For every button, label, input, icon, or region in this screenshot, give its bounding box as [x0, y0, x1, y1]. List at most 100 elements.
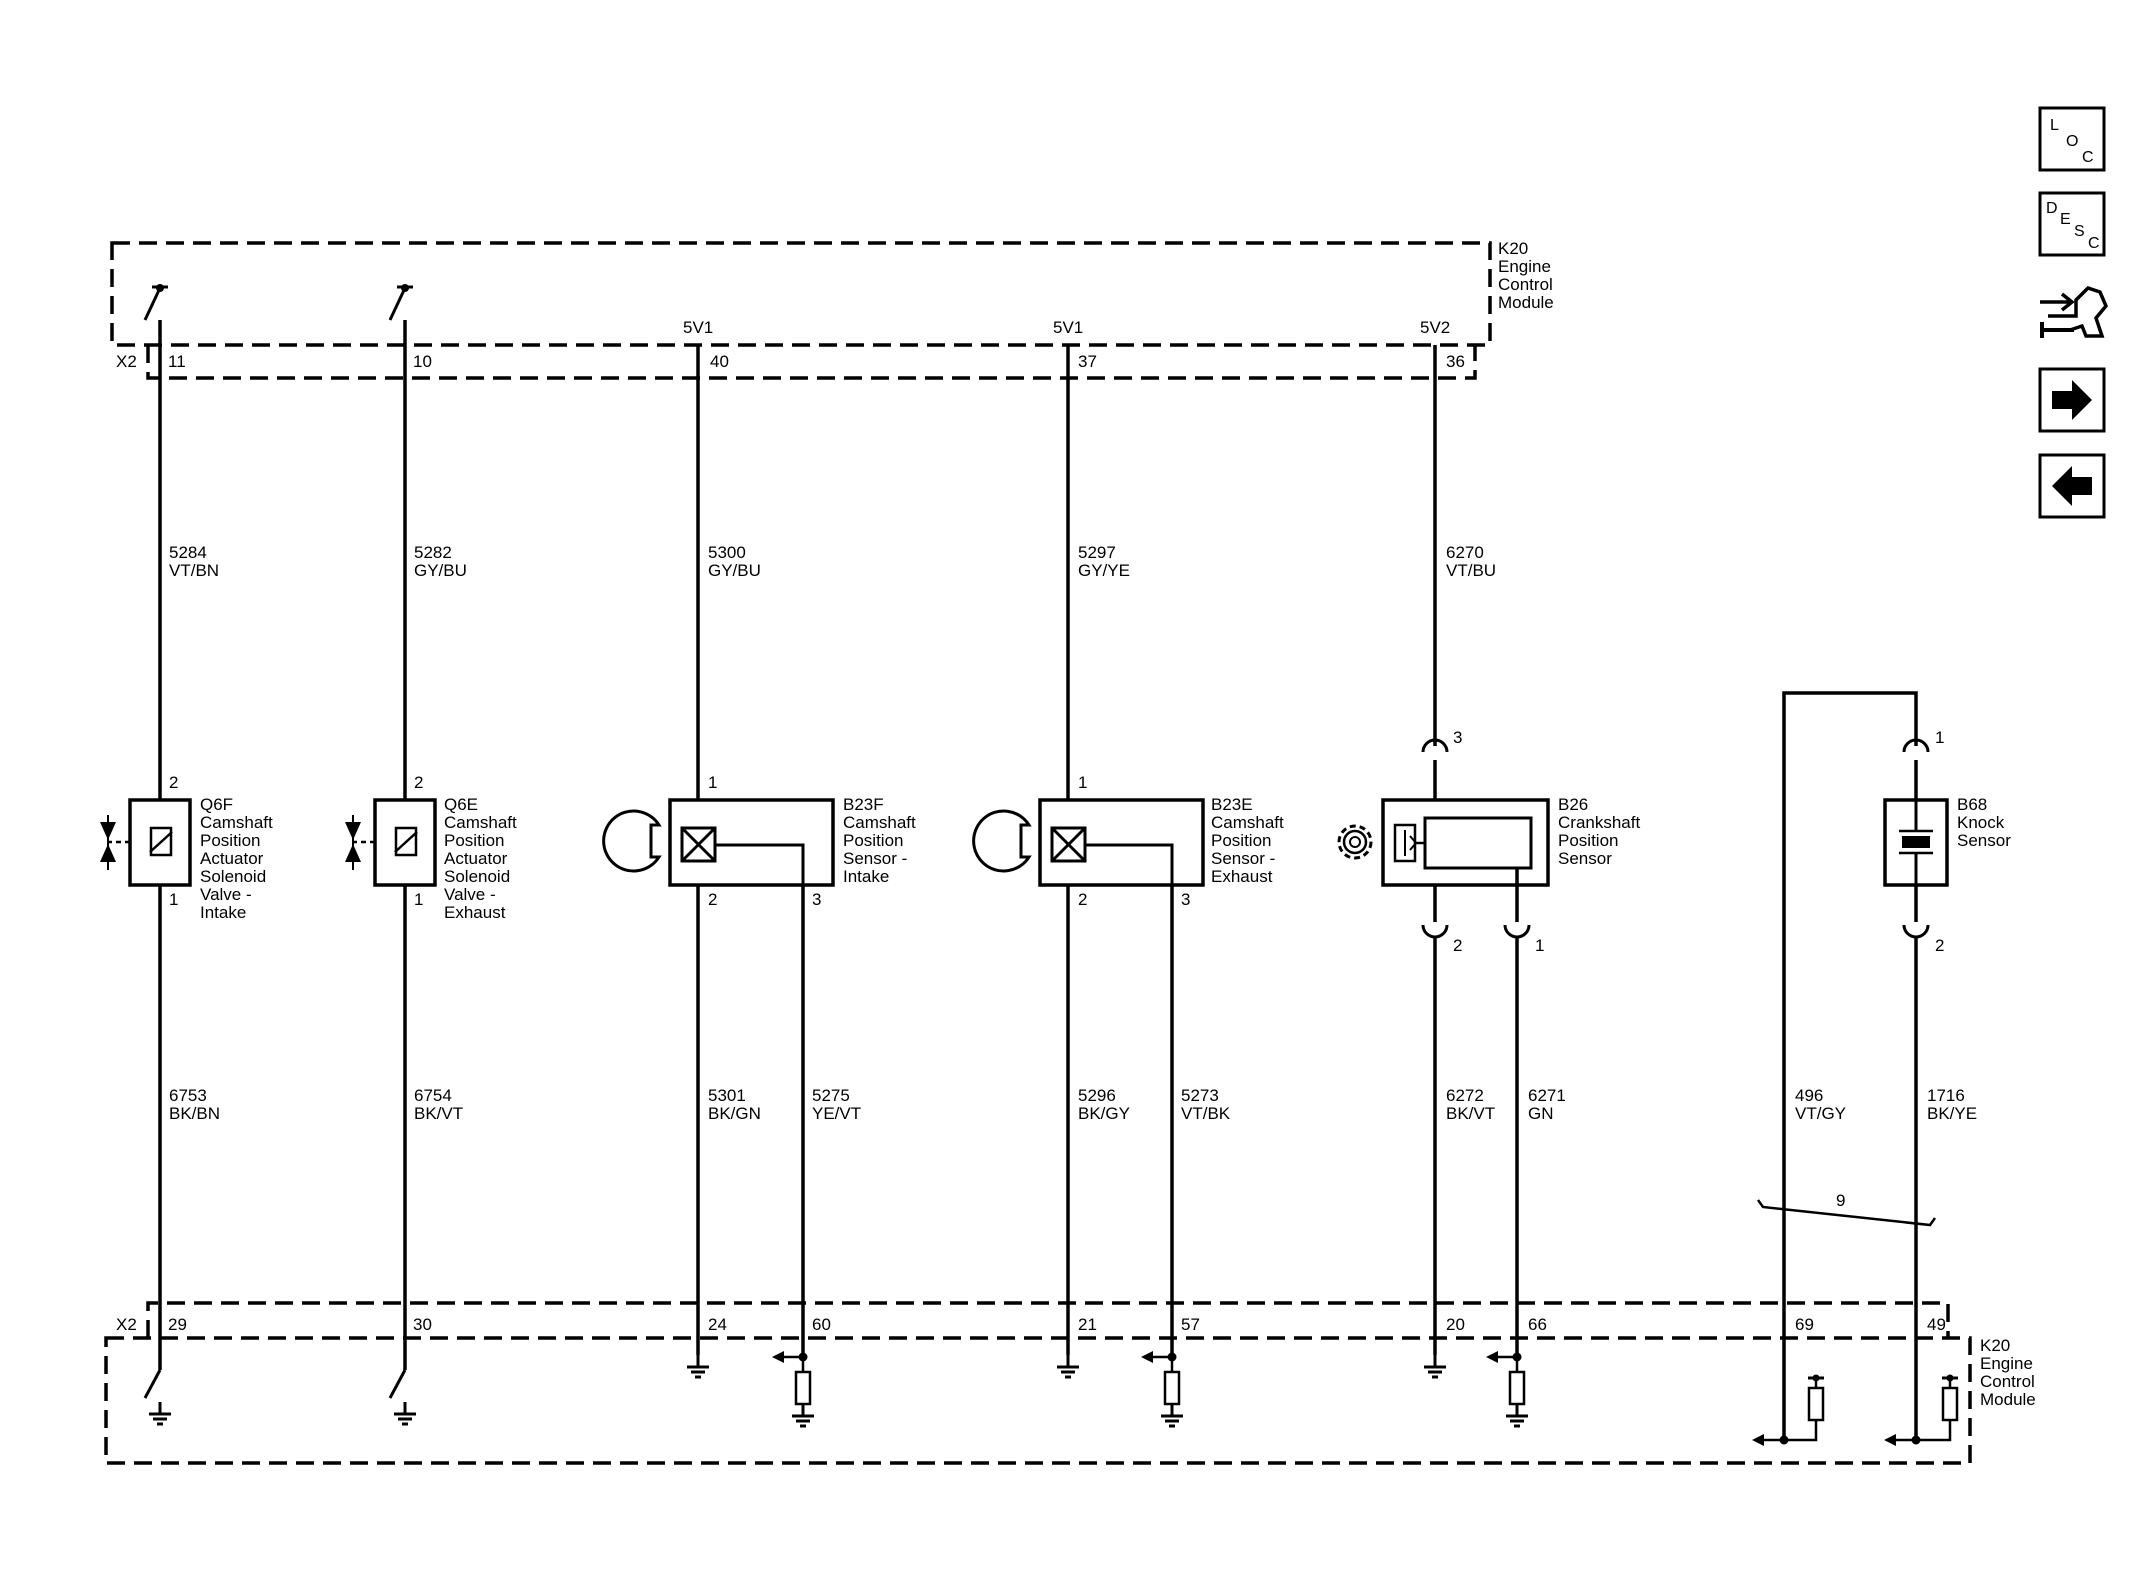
loc-button[interactable]: L O C	[2038, 106, 2106, 172]
ecm-top-label: K20 Engine Control Module	[1498, 239, 1554, 312]
svg-text:BK/GN: BK/GN	[708, 1104, 761, 1123]
previous-arrow-icon[interactable]	[2038, 453, 2106, 519]
svg-text:1: 1	[1935, 728, 1944, 747]
svg-text:3: 3	[1181, 890, 1190, 909]
svg-text:2: 2	[414, 773, 423, 792]
svg-text:6753: 6753	[169, 1086, 207, 1105]
svg-text:B23F: B23F	[843, 795, 884, 814]
ecm-switch-q6e-bottom	[388, 1369, 407, 1399]
svg-text:5284: 5284	[169, 543, 207, 562]
svg-text:BK/VT: BK/VT	[414, 1104, 463, 1123]
b23e-ground-icon	[1055, 1353, 1081, 1379]
q6f-ground-icon	[147, 1400, 173, 1426]
b23f-reluctor-icon	[602, 809, 662, 873]
svg-text:E: E	[2060, 211, 2071, 228]
svg-text:D: D	[2046, 200, 2058, 217]
svg-text:O: O	[2066, 133, 2078, 150]
svg-text:6271: 6271	[1528, 1086, 1566, 1105]
svg-text:Intake: Intake	[200, 903, 246, 922]
svg-text:2: 2	[1078, 890, 1087, 909]
svg-text:Q6F: Q6F	[200, 795, 233, 814]
svg-text:6754: 6754	[414, 1086, 452, 1105]
svg-text:5275: 5275	[812, 1086, 850, 1105]
ecm-switch-q6e-top	[388, 287, 407, 321]
svg-text:5V1: 5V1	[1053, 318, 1083, 337]
svg-text:1: 1	[1535, 936, 1544, 955]
svg-text:2: 2	[169, 773, 178, 792]
svg-text:1: 1	[169, 890, 178, 909]
svg-text:BK/YE: BK/YE	[1927, 1104, 1977, 1123]
svg-text:69: 69	[1795, 1315, 1814, 1334]
svg-text:Camshaft: Camshaft	[1211, 813, 1284, 832]
svg-text:2: 2	[1453, 936, 1462, 955]
svg-text:2: 2	[1935, 936, 1944, 955]
ecm-switch-q6f-top	[143, 287, 162, 321]
wire-496	[1782, 691, 1918, 1440]
svg-text:GY/BU: GY/BU	[708, 561, 761, 580]
svg-text:Valve -: Valve -	[200, 885, 252, 904]
svg-text:6272: 6272	[1446, 1086, 1484, 1105]
b26-resistor-icon	[1508, 1370, 1526, 1406]
svg-text:S: S	[2074, 223, 2085, 240]
twisted-pair-icon	[1756, 1199, 1937, 1227]
svg-text:5300: 5300	[708, 543, 746, 562]
svg-text:57: 57	[1181, 1315, 1200, 1334]
svg-text:VT/BK: VT/BK	[1181, 1104, 1231, 1123]
b23f-signal-arrow-icon	[772, 1351, 784, 1363]
svg-text:Q6E: Q6E	[444, 795, 478, 814]
svg-text:6270: 6270	[1446, 543, 1484, 562]
b26-sensor-body	[1381, 798, 1550, 887]
svg-text:Sensor: Sensor	[1558, 849, 1612, 868]
b23f-ground-icon	[685, 1353, 711, 1379]
svg-text:B23E: B23E	[1211, 795, 1253, 814]
svg-text:K20: K20	[1980, 1336, 2010, 1355]
b26-signal-arrow-icon	[1486, 1351, 1498, 1363]
circuit-b68: 9 1 2 496 VT/GY 1716 BK/YE 69 49 B68 Kno…	[1752, 691, 2011, 1446]
svg-text:BK/BN: BK/BN	[169, 1104, 220, 1123]
svg-text:1: 1	[1078, 773, 1087, 792]
b68-resistor-2-icon	[1941, 1386, 1959, 1422]
svg-text:Actuator: Actuator	[200, 849, 264, 868]
svg-text:GN: GN	[1528, 1104, 1554, 1123]
svg-text:B68: B68	[1957, 795, 1987, 814]
svg-text:20: 20	[1446, 1315, 1465, 1334]
b68-resistor-1-icon	[1807, 1386, 1825, 1422]
svg-text:5273: 5273	[1181, 1086, 1219, 1105]
circuit-b23e: 5V1 37 5297 GY/YE 1 2 3 5296 BK/GY 5273 …	[972, 318, 1284, 1428]
svg-text:Control: Control	[1498, 275, 1553, 294]
svg-text:Camshaft: Camshaft	[200, 813, 273, 832]
svg-text:GY/YE: GY/YE	[1078, 561, 1130, 580]
b23f-sensor-body	[668, 798, 835, 887]
svg-text:5V1: 5V1	[683, 318, 713, 337]
svg-text:YE/VT: YE/VT	[812, 1104, 861, 1123]
ecm-top-housing	[110, 241, 1492, 380]
svg-text:5296: 5296	[1078, 1086, 1116, 1105]
svg-text:Sensor: Sensor	[1957, 831, 2011, 850]
svg-text:Camshaft: Camshaft	[843, 813, 916, 832]
next-arrow-icon[interactable]	[2038, 367, 2106, 433]
svg-text:5V2: 5V2	[1420, 318, 1450, 337]
ecm-bottom-label: K20 Engine Control Module	[1980, 1336, 2036, 1409]
b23f-signal-ground-icon	[790, 1402, 816, 1428]
circuit-b23f: 5V1 40 5300 GY/BU 1 2 3 5301 BK/GN 5275 …	[602, 318, 916, 1428]
svg-text:21: 21	[1078, 1315, 1097, 1334]
desc-button[interactable]: D E S C	[2038, 191, 2106, 257]
svg-text:Engine: Engine	[1980, 1354, 2033, 1373]
svg-text:11: 11	[168, 352, 186, 371]
svg-text:2: 2	[708, 890, 717, 909]
svg-text:60: 60	[812, 1315, 831, 1334]
svg-text:VT/BN: VT/BN	[169, 561, 219, 580]
svg-text:29: 29	[168, 1315, 187, 1334]
svg-text:L: L	[2050, 117, 2059, 134]
repair-info-icon[interactable]	[2040, 285, 2109, 338]
b68-signal-arrow-1-icon	[1752, 1434, 1764, 1446]
svg-text:Solenoid: Solenoid	[444, 867, 510, 886]
circuit-b26: 5V2 36 6270 VT/BU 3 2 1 6272	[1337, 318, 1640, 1428]
circuit-q6e: 10 30 5282 GY/BU 6754 BK/VT 2 1 Q6E Cams…	[345, 284, 517, 1426]
b68-piezo-icon	[1902, 836, 1930, 848]
b68-connector-pin2-icon	[1902, 923, 1930, 939]
svg-text:Crankshaft: Crankshaft	[1558, 813, 1640, 832]
q6e-label: Q6E Camshaft Position Actuator Solenoid …	[444, 795, 517, 922]
b26-ground-icon	[1422, 1353, 1448, 1379]
svg-text:30: 30	[413, 1315, 432, 1334]
